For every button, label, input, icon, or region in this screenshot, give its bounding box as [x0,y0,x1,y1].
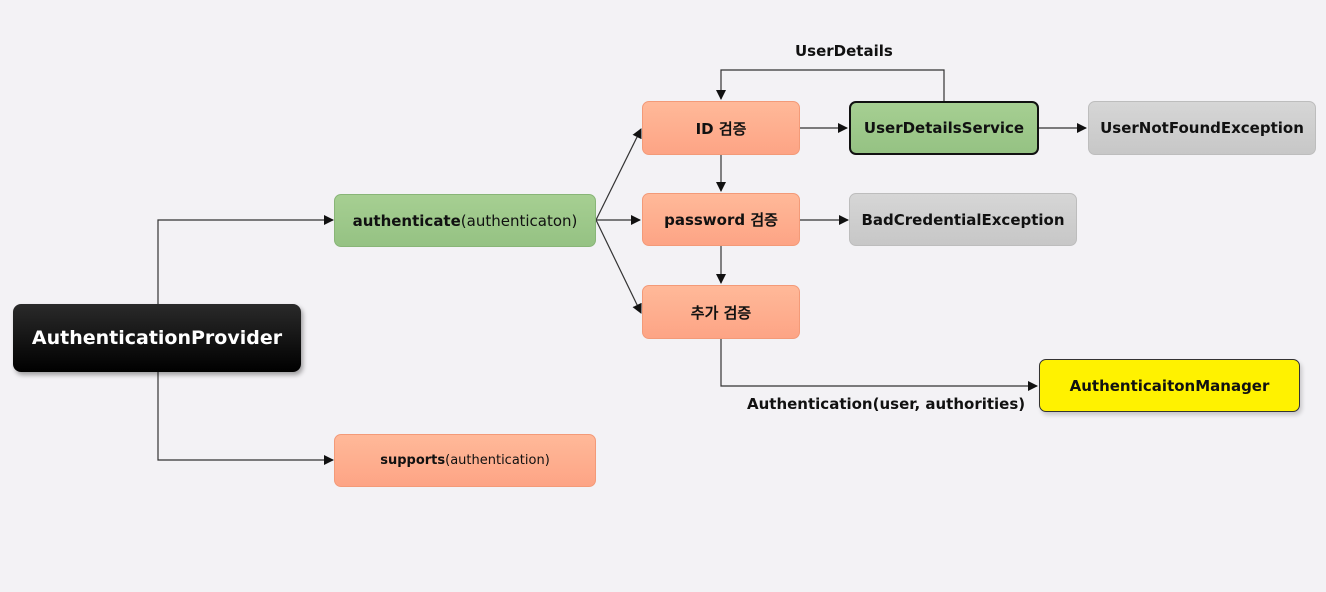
supports-method-args: (authentication) [445,453,550,468]
supports-method-node: supports(authentication) [334,434,596,487]
authenticate-method-name: authenticate [352,211,461,230]
user-details-service-node: UserDetailsService [849,101,1039,155]
edge-service-id-loop [716,69,945,101]
bad-credential-exception-node: BadCredentialException [849,193,1077,246]
edge-authenticate-extra [595,219,642,314]
authentication-provider-node: AuthenticationProvider [13,304,301,372]
password-check-node: password 검증 [642,193,800,246]
authentication-result-label: Authentication(user, authorities) [747,395,1026,413]
edge-provider-supports [157,372,334,465]
id-check-node: ID 검증 [642,101,800,155]
user-details-label: UserDetails [795,42,893,60]
edge-authenticate-id [595,128,642,221]
extra-check-node: 추가 검증 [642,285,800,339]
authenticate-method-args: (authenticaton) [460,211,578,230]
edge-extra-manager [720,339,1038,391]
authenticate-method-node: authenticate(authenticaton) [334,194,596,247]
supports-method-name: supports [380,453,446,468]
user-not-found-exception-node: UserNotFoundException [1088,101,1316,155]
edge-provider-authenticate [157,215,334,304]
authentication-manager-node: AuthenticaitonManager [1039,359,1300,412]
